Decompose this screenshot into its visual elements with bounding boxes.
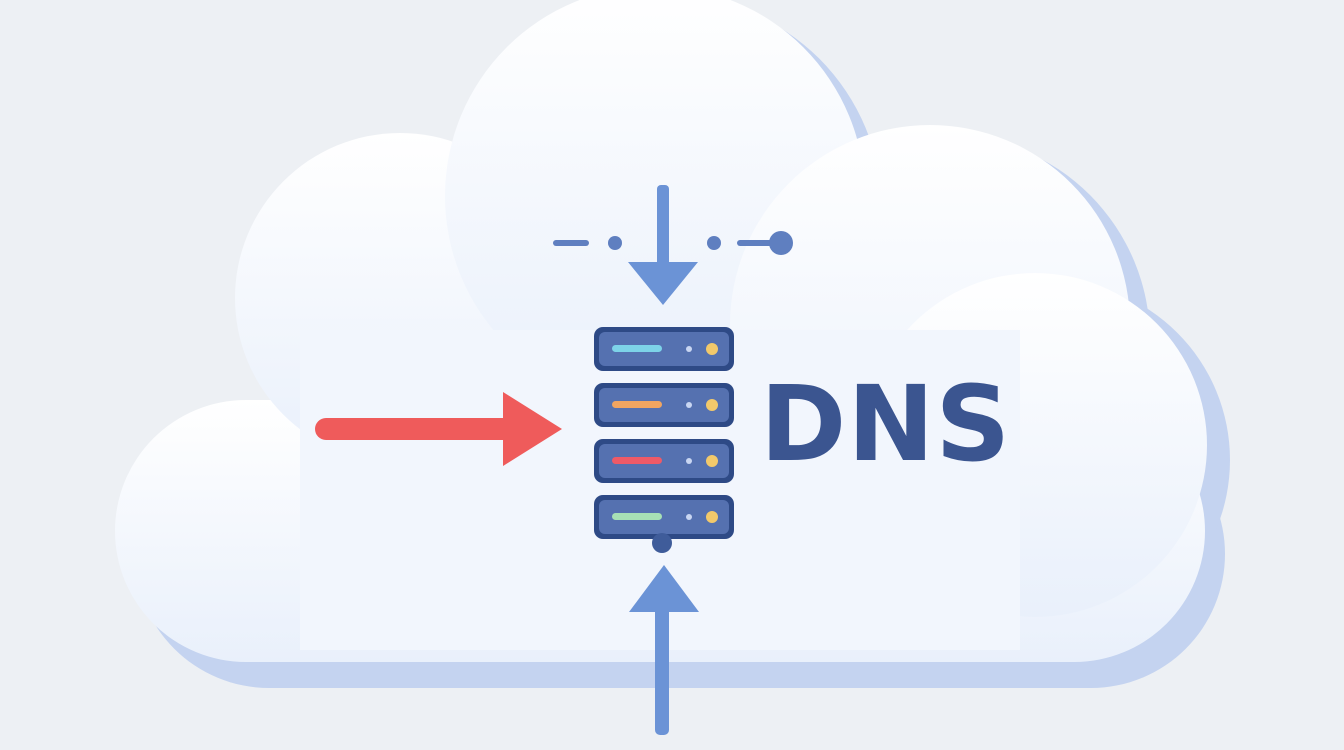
arrow-right-icon	[315, 392, 562, 466]
server-indicator-dot	[686, 514, 692, 520]
server-indicator-dot	[686, 458, 692, 464]
server-unit	[594, 383, 734, 427]
server-status-bar	[612, 457, 662, 464]
dns-label: DNS	[760, 363, 1012, 485]
server-status-bar	[612, 401, 662, 408]
server-led	[706, 399, 718, 411]
server-led	[706, 455, 718, 467]
server-unit-panel	[599, 388, 729, 422]
server-unit	[594, 327, 734, 371]
server-unit-panel	[599, 500, 729, 534]
server-status-bar	[612, 513, 662, 520]
server-unit-panel	[599, 332, 729, 366]
server-led	[706, 343, 718, 355]
server-unit	[594, 495, 734, 539]
server-rack-icon	[594, 327, 734, 553]
top-connector	[553, 231, 793, 255]
cloud-icon	[115, 0, 1230, 688]
server-led	[706, 511, 718, 523]
arrow-up-icon	[629, 565, 699, 735]
server-unit	[594, 439, 734, 483]
cloud-body	[115, 0, 1207, 662]
server-indicator-dot	[686, 346, 692, 352]
arrow-down-icon	[628, 185, 698, 305]
server-status-bar	[612, 345, 662, 352]
server-unit-panel	[599, 444, 729, 478]
server-indicator-dot	[686, 402, 692, 408]
